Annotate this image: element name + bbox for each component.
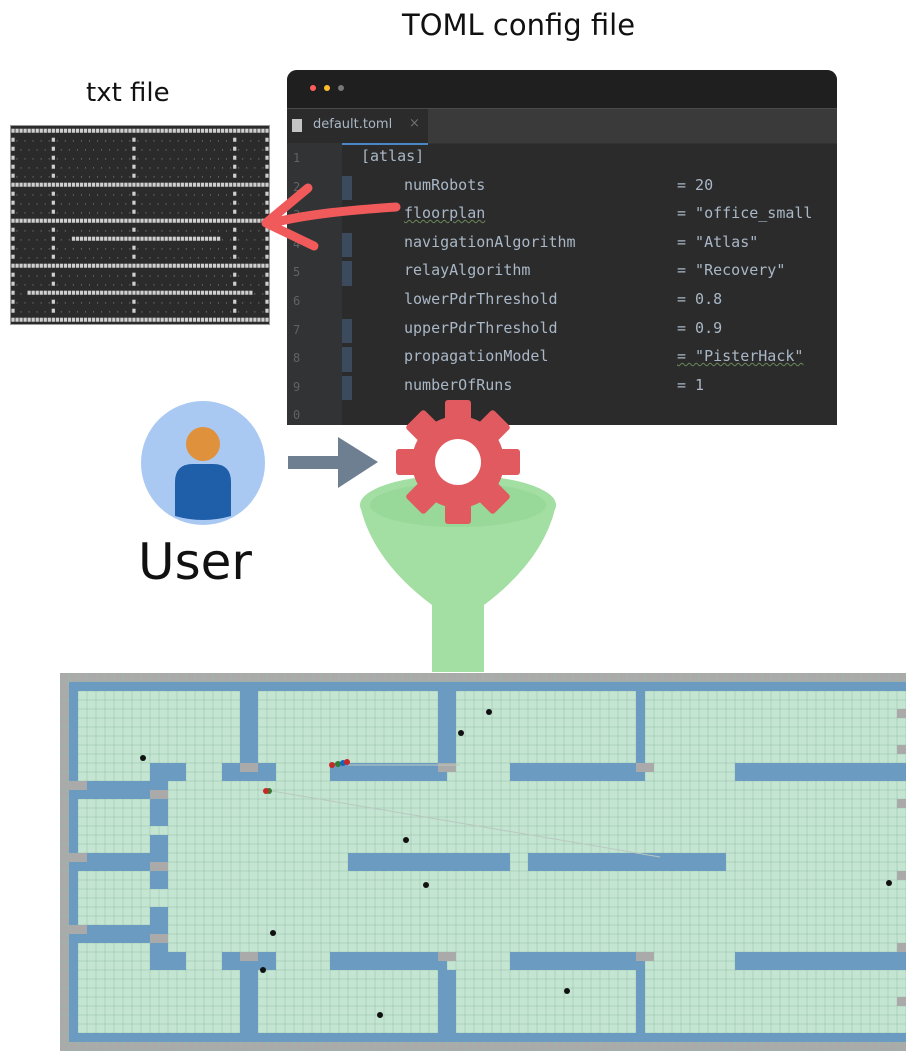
- toml-key: upperPdrThreshold: [404, 318, 558, 337]
- robot-dot: [886, 880, 892, 886]
- maximize-dot-icon[interactable]: [338, 85, 344, 91]
- robot-dot: [458, 730, 464, 736]
- line-number: 6: [293, 294, 301, 308]
- robot-dot: [270, 930, 276, 936]
- toml-key: floorplan: [404, 204, 486, 223]
- robot-dot: [140, 755, 146, 761]
- gray-right-arrow-icon: [288, 437, 378, 488]
- window-titlebar: [287, 70, 837, 109]
- floorplan-walls: [69, 682, 906, 1042]
- toml-value: = "Atlas": [677, 232, 759, 251]
- change-marker: [342, 375, 352, 401]
- toml-config-title: TOML config file: [402, 8, 636, 42]
- relay-robot-dot: [335, 761, 341, 767]
- toml-key: navigationAlgorithm: [404, 232, 576, 251]
- ascii-map-thumbnail: [11, 128, 269, 322]
- line-number: 7: [293, 322, 301, 337]
- toml-key: numberOfRuns: [404, 375, 513, 394]
- toml-key: [atlas]: [361, 147, 425, 165]
- user-label: User: [138, 533, 252, 591]
- txt-file-preview: [10, 125, 270, 325]
- change-marker: [342, 261, 352, 286]
- toml-key: relayAlgorithm: [404, 261, 531, 280]
- toml-value: = "office_small: [677, 204, 813, 223]
- line-number: 5: [293, 265, 301, 280]
- line-number: 0: [293, 408, 301, 423]
- tab-label: default.toml: [313, 117, 393, 132]
- line-number: 1: [293, 151, 301, 165]
- txt-file-title: txt file: [86, 78, 170, 108]
- user-avatar-icon: [141, 401, 265, 525]
- relay-robot-dot: [263, 788, 269, 794]
- line-number: 8: [293, 351, 301, 366]
- code-area[interactable]: 1 2 3 4 5 6 7 8 9 0 [atlas] numRobots = 20 floorplan…: [287, 143, 837, 425]
- robot-dot: [260, 967, 266, 973]
- toml-value: = 1: [677, 375, 705, 394]
- tab-default-toml[interactable]: default.toml ×: [287, 109, 428, 145]
- toml-key: numRobots: [404, 175, 486, 194]
- ascii-map-glyphs: [11, 128, 269, 322]
- file-icon: [292, 119, 302, 132]
- change-marker: [342, 175, 352, 201]
- relay-robot-dot: [329, 762, 335, 768]
- close-tab-icon[interactable]: ×: [409, 116, 420, 131]
- editor-window: default.toml × 1 2 3 4 5 6 7 8 9 0 [atlas] numRobo…: [287, 70, 837, 425]
- toml-value: = "PisterHack": [677, 347, 804, 366]
- robot-dot: [564, 988, 570, 994]
- robots: [140, 709, 892, 1018]
- toml-key: lowerPdrThreshold: [404, 290, 558, 308]
- robot-dot: [403, 837, 409, 843]
- toml-value: = 20: [677, 175, 714, 194]
- floorplan-view: [60, 673, 906, 1052]
- robot-dot: [377, 1012, 383, 1018]
- line-gutter: 1 2 3 4 5 6 7 8 9 0: [287, 143, 342, 425]
- change-marker: [342, 347, 352, 372]
- close-dot-icon[interactable]: [310, 85, 316, 91]
- line-number: 3: [293, 208, 301, 223]
- line-number: 2: [293, 179, 301, 194]
- toml-key: propagationModel: [404, 347, 549, 366]
- toml-value: = 0.8: [677, 290, 723, 308]
- line-number: 9: [293, 379, 301, 394]
- change-marker: [342, 232, 352, 258]
- robot-dot: [423, 882, 429, 888]
- robot-dot: [486, 709, 492, 715]
- toml-value: = 0.9: [677, 318, 723, 337]
- editor-tab-bar: default.toml ×: [287, 109, 837, 145]
- toml-value: = "Recovery": [677, 261, 786, 280]
- floorplan-canvas: [60, 673, 906, 1052]
- relay-robot-dot: [344, 759, 350, 765]
- line-number: 4: [293, 236, 301, 251]
- minimize-dot-icon[interactable]: [324, 85, 330, 91]
- funnel-icon: [360, 475, 556, 672]
- change-marker: [342, 318, 352, 344]
